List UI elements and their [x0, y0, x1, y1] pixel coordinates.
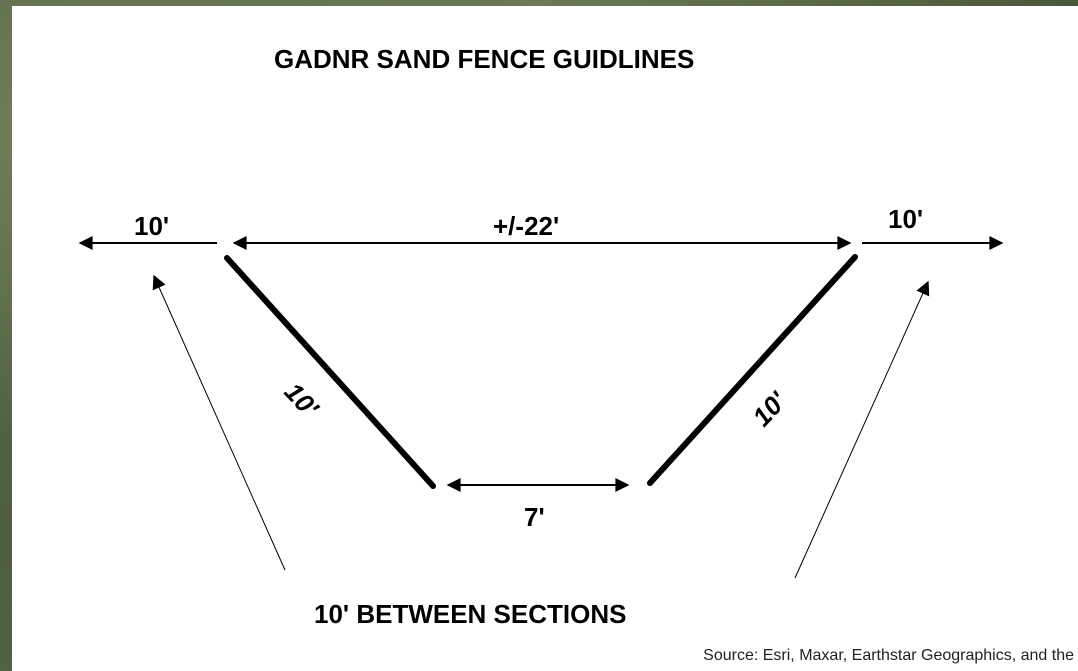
left-extension-label: 10'	[134, 211, 169, 241]
diagram-panel: GADNR SAND FENCE GUIDLINES 10' BETWEEN S…	[12, 6, 1078, 671]
left-fence-length-label: 10'	[279, 377, 325, 424]
right-section-gap-pointer	[794, 280, 930, 579]
left-fence-section	[224, 255, 436, 489]
right-fence-section	[647, 254, 858, 486]
right-fence-length-label: 10'	[746, 385, 792, 432]
right-extension-label: 10'	[888, 204, 923, 234]
top-span-label: +/-22'	[493, 211, 559, 241]
map-attribution[interactable]: Source: Esri, Maxar, Earthstar Geographi…	[703, 647, 1074, 664]
bottom-gap-label: 7'	[524, 502, 545, 532]
left-section-gap-pointer	[152, 274, 286, 571]
diagram-title: GADNR SAND FENCE GUIDLINES	[274, 44, 695, 74]
sections-spacing-label: 10' BETWEEN SECTIONS	[314, 599, 627, 629]
